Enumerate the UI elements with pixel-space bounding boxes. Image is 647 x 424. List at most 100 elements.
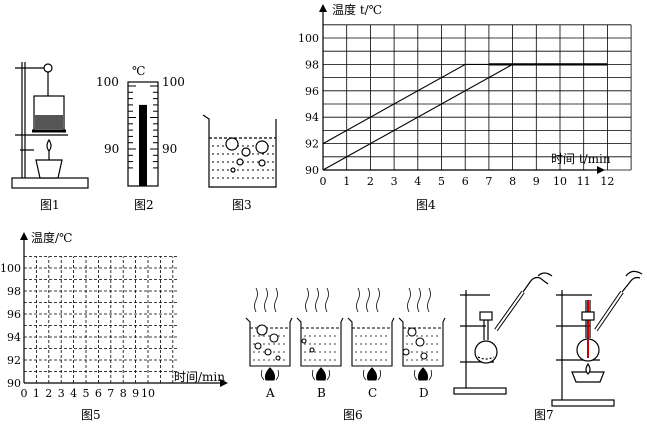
fig7-left-apparatus xyxy=(453,272,553,395)
fig4-x-tick: 8 xyxy=(509,175,516,188)
beaker-body xyxy=(347,317,395,367)
beaker-body xyxy=(296,317,344,367)
fig4-x-tick: 9 xyxy=(533,175,540,188)
fig5-y-tick: 100 xyxy=(0,262,21,275)
fig4-x-tick: 11 xyxy=(577,175,591,188)
steam xyxy=(376,287,380,313)
bubble xyxy=(309,347,315,353)
fig5-x-arrow xyxy=(220,379,228,387)
steam xyxy=(325,287,329,313)
fig5-caption: 图5 xyxy=(81,408,101,422)
fig3-beaker xyxy=(202,114,277,188)
fig5-y-arrow xyxy=(20,232,28,240)
fig4-y-arrow xyxy=(319,4,327,12)
fig4-y-tick: 94 xyxy=(305,111,319,124)
steam xyxy=(407,287,411,313)
fig5-y-tick: 90 xyxy=(7,377,21,390)
fig4-x-arrow xyxy=(597,166,605,174)
fig7-caption: 图7 xyxy=(534,408,554,422)
fig4-y-tick: 100 xyxy=(298,32,319,45)
fig5-y-tick: 94 xyxy=(7,331,21,344)
beaker-b xyxy=(296,287,344,381)
steam xyxy=(254,287,258,313)
beaker-a-label: A xyxy=(265,386,275,400)
fig5-x-tick: 8 xyxy=(120,387,127,400)
bubble xyxy=(256,324,268,336)
fig4-x-tick: 3 xyxy=(391,175,398,188)
fig4-x-tick: 4 xyxy=(414,175,421,188)
fig5-x-tick: 6 xyxy=(95,387,102,400)
fig4-x-tick: 1 xyxy=(343,175,350,188)
flame xyxy=(315,367,327,381)
fig4-x-tick: 7 xyxy=(485,175,492,188)
fig2-unit: ℃ xyxy=(132,64,145,78)
fig5-x-tick: 4 xyxy=(70,387,77,400)
mercury-column xyxy=(139,104,147,186)
fig4-y-tick: 90 xyxy=(305,164,319,177)
fig5-y-tick: 92 xyxy=(7,354,21,367)
beaker-a xyxy=(245,287,293,381)
fig5-x-tick: 5 xyxy=(83,387,90,400)
bubble xyxy=(402,348,410,356)
fig5-y-tick: 98 xyxy=(7,285,21,298)
beaker-d xyxy=(398,287,446,381)
fig2-right-100: 100 xyxy=(162,75,185,89)
flame xyxy=(366,367,378,381)
fig4-x-tick: 6 xyxy=(462,175,469,188)
bubble xyxy=(264,348,272,356)
fig3-caption: 图3 xyxy=(232,198,252,212)
fig2-thermometer xyxy=(127,81,159,187)
fig2-right-90: 90 xyxy=(162,142,177,156)
fig1-caption: 图1 xyxy=(40,198,60,212)
flame-outline xyxy=(362,369,382,381)
bubble xyxy=(275,355,281,361)
fig2-left-100: 100 xyxy=(96,75,119,89)
fig5-y-tick: 96 xyxy=(7,308,21,321)
fig4-ylabel: 温度 t/℃ xyxy=(332,2,382,17)
fig5-x-tick: 1 xyxy=(33,387,40,400)
bubble xyxy=(269,333,279,343)
fig4-x-tick: 12 xyxy=(600,175,614,188)
bubble xyxy=(254,342,262,350)
steam xyxy=(274,287,278,313)
flame-outline xyxy=(260,369,280,381)
fig4-y-tick: 92 xyxy=(305,138,319,151)
steam xyxy=(315,287,319,313)
fig4-x-tick: 10 xyxy=(553,175,567,188)
steam xyxy=(305,287,309,313)
fig5-x-tick: 7 xyxy=(107,387,114,400)
fig2-left-90: 90 xyxy=(104,142,119,156)
steam xyxy=(366,287,370,313)
beaker-b-label: B xyxy=(317,386,326,400)
fig4-x-tick: 2 xyxy=(367,175,374,188)
bubble xyxy=(407,327,417,337)
flame xyxy=(417,367,429,381)
fig1-apparatus xyxy=(11,62,89,189)
bubble xyxy=(415,337,425,347)
fig4-xlabel: 时间 t/min xyxy=(551,152,611,166)
flame-outline xyxy=(413,369,433,381)
fig5-x-tick: 2 xyxy=(45,387,52,400)
steam xyxy=(417,287,421,313)
bubble xyxy=(420,352,428,360)
beaker-body xyxy=(245,317,293,367)
fig5-ylabel: 温度/℃ xyxy=(31,230,72,245)
flame xyxy=(264,367,276,381)
fig5-x-tick: 10 xyxy=(141,387,155,400)
fig4-y-tick: 96 xyxy=(305,85,319,98)
bubble xyxy=(301,338,307,344)
fig6-beakers xyxy=(245,287,446,381)
beaker-d-label: D xyxy=(419,386,429,400)
fig5-x-tick: 0 xyxy=(21,387,28,400)
fig4-x-tick: 0 xyxy=(320,175,327,188)
steam xyxy=(356,287,360,313)
beaker-c xyxy=(347,287,395,381)
fig4-x-tick: 5 xyxy=(438,175,445,188)
beaker-c-label: C xyxy=(368,386,377,400)
fig4-y-tick: 98 xyxy=(305,58,319,71)
fig5-x-tick: 9 xyxy=(132,387,139,400)
fig7-right-apparatus xyxy=(551,270,643,407)
